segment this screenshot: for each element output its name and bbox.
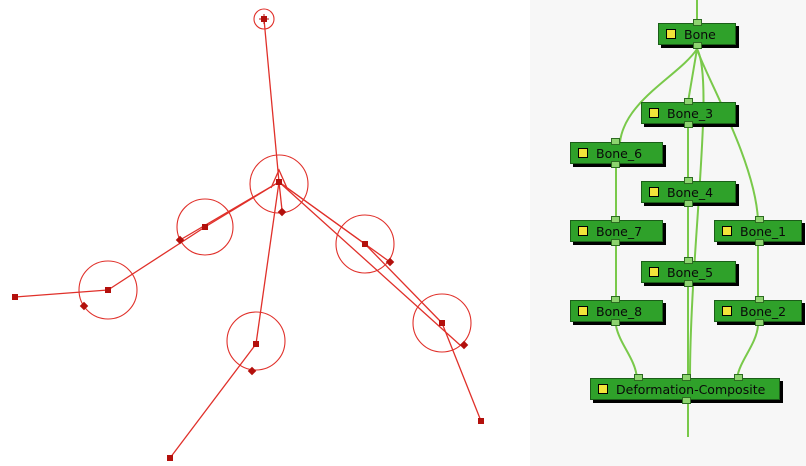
out-port[interactable]	[755, 319, 764, 326]
node-bone-7[interactable]: Bone_7	[570, 216, 663, 246]
bone-segment-line	[255, 181, 280, 345]
node-label: Bone_7	[596, 223, 643, 239]
node-bone-5[interactable]: Bone_5	[641, 257, 736, 287]
in-port[interactable]	[684, 98, 693, 105]
articulation-circle	[176, 198, 234, 256]
out-port[interactable]	[611, 319, 620, 326]
enable-toggle-icon[interactable]	[649, 187, 659, 197]
rotation-handle	[459, 340, 469, 350]
out-port[interactable]	[611, 239, 620, 246]
articulation-circle	[335, 214, 395, 274]
enable-toggle-icon[interactable]	[722, 226, 732, 236]
node-label: Bone	[684, 26, 716, 42]
node-label: Bone_2	[740, 303, 787, 319]
enable-toggle-icon[interactable]	[578, 148, 588, 158]
bone-segment-line	[278, 181, 283, 211]
out-port[interactable]	[693, 42, 702, 49]
bone-segment-line	[179, 181, 280, 241]
articulation-circle	[412, 293, 472, 353]
bone-segment-line	[14, 289, 109, 298]
node-bone[interactable]: Bone	[658, 19, 736, 49]
in-port[interactable]	[755, 216, 764, 223]
enable-toggle-icon[interactable]	[649, 267, 659, 277]
bone-handle	[276, 179, 282, 185]
in-port[interactable]	[611, 216, 620, 223]
wire-bone-2-to-composite	[736, 325, 759, 379]
rotation-handle	[79, 301, 89, 311]
out-port[interactable]	[684, 121, 693, 128]
node-label: Bone_5	[667, 264, 714, 280]
bone-handle	[253, 341, 259, 347]
enable-toggle-icon[interactable]	[666, 29, 676, 39]
node-bone-6[interactable]: Bone_6	[570, 138, 663, 168]
node-deformation-composite[interactable]: Deformation-Composite	[590, 374, 780, 404]
in-port[interactable]	[611, 296, 620, 303]
rotation-handle	[175, 235, 185, 245]
bone-segment-line	[278, 181, 461, 346]
enable-toggle-icon[interactable]	[722, 306, 732, 316]
bone-handle	[202, 224, 208, 230]
node-label: Bone_3	[667, 105, 714, 121]
node-label: Bone_1	[740, 223, 787, 239]
out-port[interactable]	[755, 239, 764, 246]
node-label: Bone_6	[596, 145, 643, 161]
articulation-circle	[253, 8, 275, 30]
articulation-circle	[226, 311, 286, 371]
in-port-3[interactable]	[734, 374, 743, 381]
enable-toggle-icon[interactable]	[598, 384, 608, 394]
out-port[interactable]	[684, 280, 693, 287]
root-hinge-line	[270, 168, 288, 189]
rig-handles	[12, 14, 484, 461]
bone-handle	[439, 320, 445, 326]
bone-handle	[105, 287, 111, 293]
enable-toggle-icon[interactable]	[649, 108, 659, 118]
bone-handle	[362, 241, 368, 247]
rig-articulation-circles	[78, 8, 472, 371]
in-port[interactable]	[693, 19, 702, 26]
enable-toggle-icon[interactable]	[578, 306, 588, 316]
bone-segment-line	[169, 343, 257, 459]
bone-handle	[12, 294, 18, 300]
wire-bone-passthrough	[689, 48, 705, 379]
out-port[interactable]	[684, 200, 693, 207]
node-bone-4[interactable]: Bone_4	[641, 177, 736, 207]
rotation-handle	[385, 257, 395, 267]
in-port[interactable]	[611, 138, 620, 145]
node-bone-1[interactable]: Bone_1	[714, 216, 802, 246]
bone-segment-line	[107, 226, 206, 291]
node-view-panel[interactable]: Bone Bone_3 Bone_6 Bone_4 Bone_7	[530, 0, 806, 466]
node-label: Bone_8	[596, 303, 643, 319]
node-bone-3[interactable]: Bone_3	[641, 98, 736, 128]
out-port[interactable]	[682, 397, 691, 404]
bone-handle	[478, 418, 484, 424]
rotation-handle	[277, 207, 287, 217]
bone-handle	[167, 455, 173, 461]
node-bone-8[interactable]: Bone_8	[570, 296, 663, 326]
in-port-2[interactable]	[682, 374, 691, 381]
node-bone-2[interactable]: Bone_2	[714, 296, 802, 326]
wire-bone-to-bone-3	[687, 48, 698, 103]
bone-segment-line	[364, 243, 443, 324]
wire-bone-to-bone-6	[619, 48, 698, 143]
out-port[interactable]	[611, 161, 620, 168]
enable-toggle-icon[interactable]	[578, 226, 588, 236]
in-port[interactable]	[684, 257, 693, 264]
node-label: Deformation-Composite	[616, 381, 766, 397]
node-label: Bone_4	[667, 184, 714, 200]
bone-segment-line	[278, 181, 391, 263]
in-port[interactable]	[755, 296, 764, 303]
rotation-handle	[247, 366, 257, 376]
in-port[interactable]	[684, 177, 693, 184]
articulation-circle	[78, 260, 138, 320]
in-port-1[interactable]	[634, 374, 643, 381]
deformation-rig-view[interactable]	[0, 0, 530, 466]
wire-bone-8-to-composite	[615, 325, 638, 379]
rig-bone-lines	[14, 18, 482, 459]
bone-segment-line	[441, 322, 482, 422]
